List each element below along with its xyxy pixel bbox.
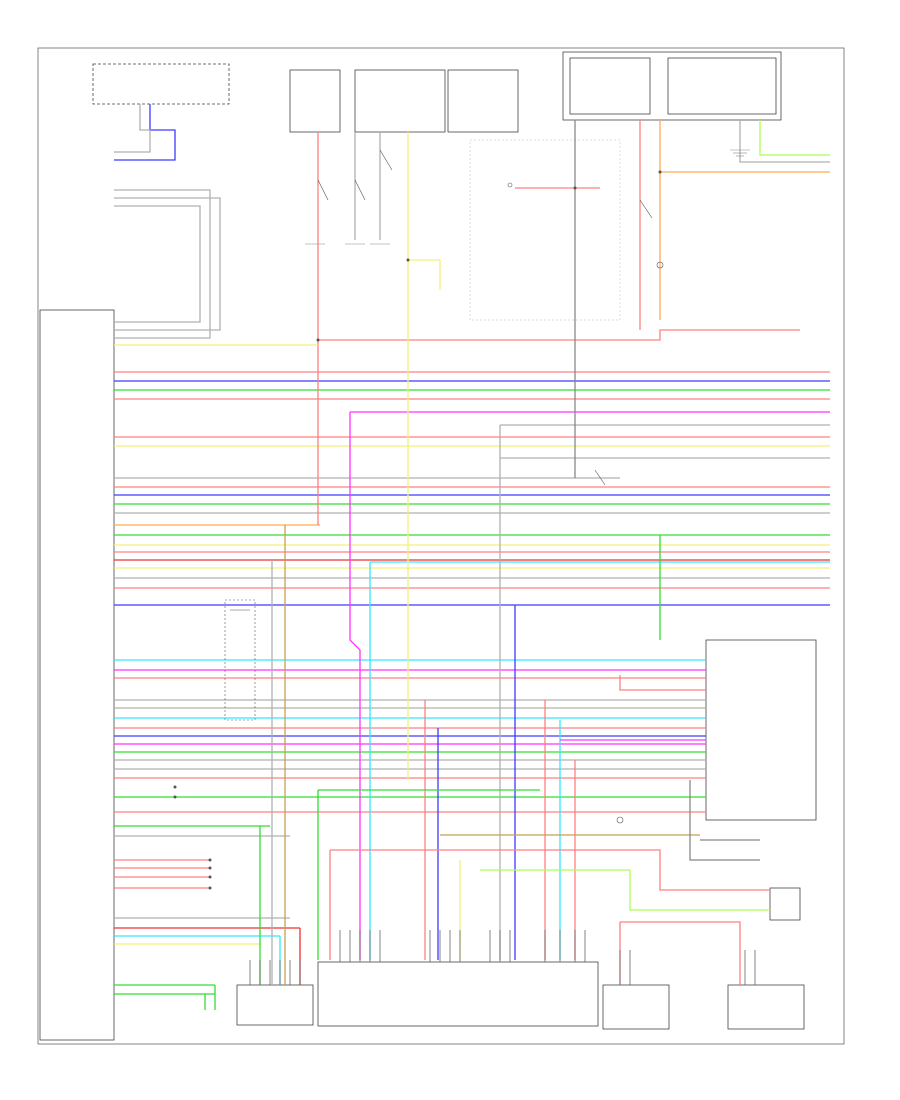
right-module bbox=[705, 639, 817, 821]
horizontal-wires bbox=[114, 371, 830, 995]
routed-wires bbox=[114, 104, 830, 1010]
dashed-inner-region bbox=[469, 139, 621, 321]
bottom-left-connector bbox=[236, 984, 314, 1026]
connector-pins bbox=[249, 930, 756, 985]
junction-dots bbox=[173, 170, 662, 890]
right-small-switch bbox=[769, 887, 801, 921]
diagram-frame bbox=[37, 47, 845, 1045]
component-boxes bbox=[39, 51, 817, 1041]
fuse-block-right bbox=[447, 69, 519, 133]
top-right-inner-a bbox=[569, 57, 651, 115]
bottom-right-connector-b bbox=[727, 984, 805, 1030]
top-right-module bbox=[562, 51, 782, 121]
bottom-center-module bbox=[317, 961, 599, 1027]
bottom-right-connector-a bbox=[602, 984, 670, 1030]
ground-symbols bbox=[305, 149, 750, 245]
top-right-inner-b bbox=[667, 57, 777, 115]
top-left-connector-box bbox=[92, 63, 230, 105]
fuse-block-left bbox=[289, 69, 341, 133]
switch-symbols bbox=[224, 149, 664, 824]
left-control-module bbox=[39, 309, 115, 1041]
fuse-block-center bbox=[354, 69, 446, 133]
